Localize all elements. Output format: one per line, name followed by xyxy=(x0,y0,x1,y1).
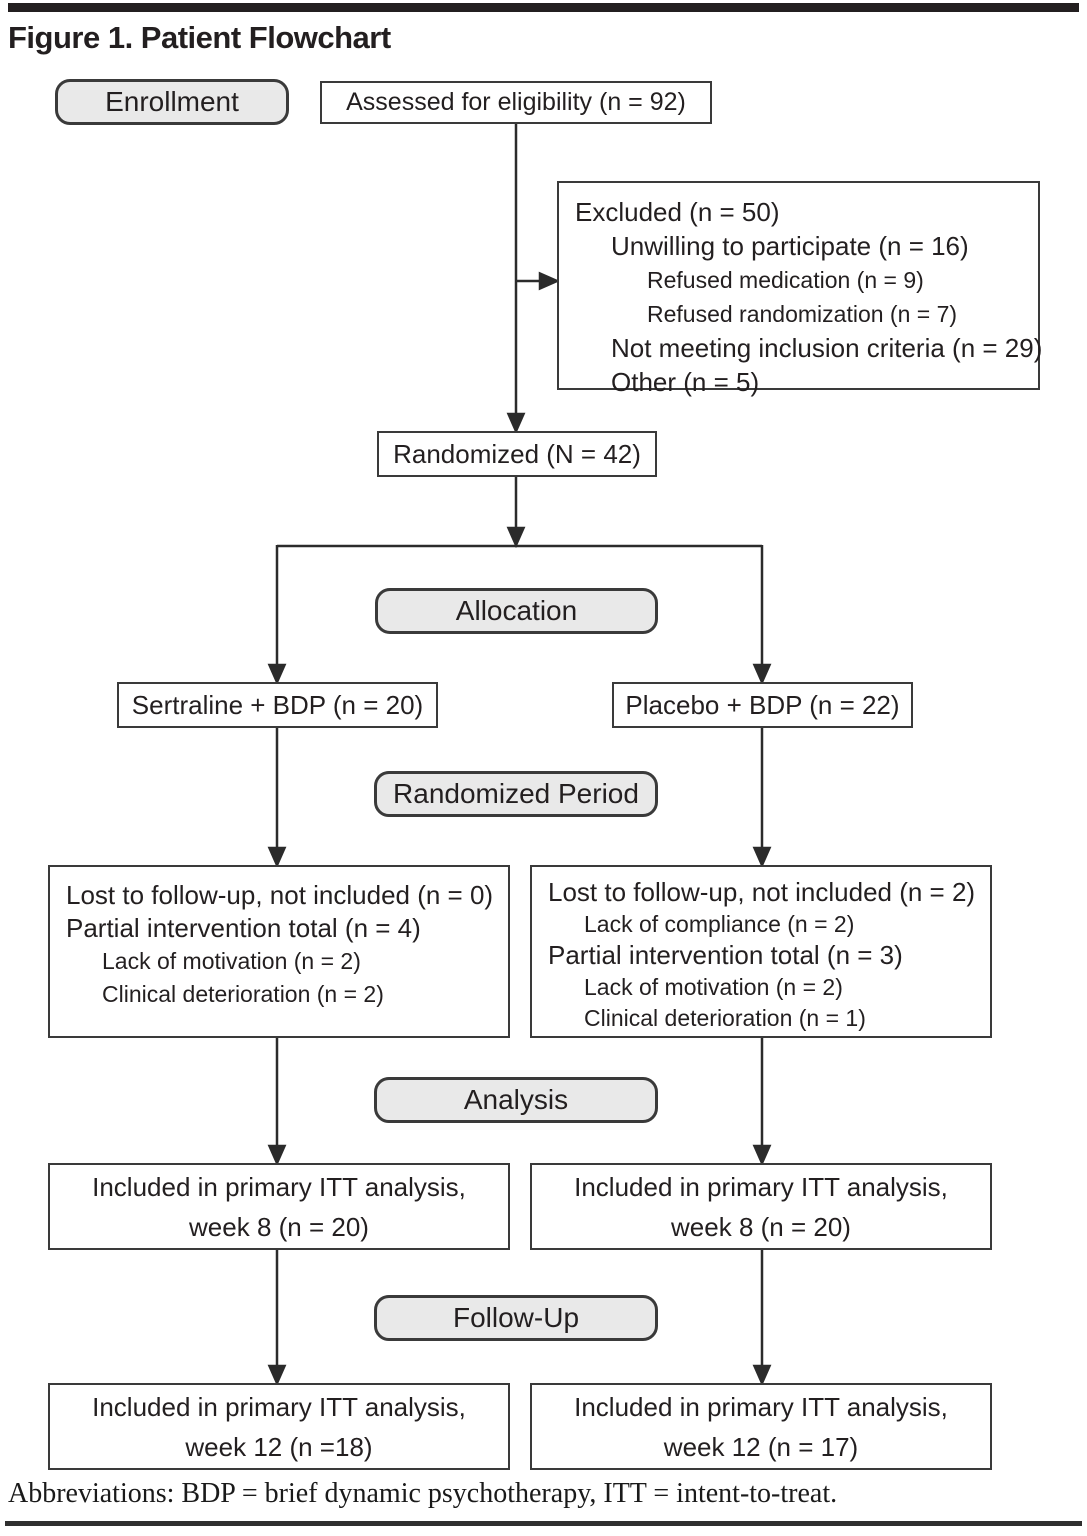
week12-line: week 12 (n = 17) xyxy=(663,1431,859,1462)
box-placebo-week8: Included in primary ITT analysis, week 8… xyxy=(530,1163,992,1250)
week8-line: week 8 (n = 20) xyxy=(671,1211,851,1242)
dropout-line: Lost to follow-up, not included (n = 0) xyxy=(66,880,494,910)
box-sertraline-week12: Included in primary ITT analysis, week 1… xyxy=(48,1383,510,1470)
figure-title: Figure 1. Patient Flowchart xyxy=(8,20,391,55)
arrow-into-placebo xyxy=(752,663,772,686)
excluded-line: Refused medication (n = 9) xyxy=(647,267,924,293)
excluded-line: Not meeting inclusion criteria (n = 29) xyxy=(611,333,1043,363)
arrow-into-right-week8 xyxy=(752,1144,772,1167)
arrow-into-split xyxy=(506,526,526,549)
box-randomized: Randomized (N = 42) xyxy=(377,431,657,477)
bottom-rule xyxy=(5,1521,1082,1526)
week12-line: Included in primary ITT analysis, xyxy=(92,1391,466,1422)
box-sertraline-dropout: Lost to follow-up, not included (n = 0) … xyxy=(48,865,510,1038)
stage-enrollment: Enrollment xyxy=(55,79,289,125)
week12-line: week 12 (n =18) xyxy=(185,1431,373,1462)
top-rule xyxy=(8,3,1079,12)
stage-follow-up: Follow-Up xyxy=(374,1295,658,1341)
dropout-line: Clinical deterioration (n = 2) xyxy=(102,981,384,1007)
excluded-line: Unwilling to participate (n = 16) xyxy=(611,231,969,261)
box-placebo-dropout: Lost to follow-up, not included (n = 2) … xyxy=(530,865,992,1038)
dropout-line: Lack of motivation (n = 2) xyxy=(584,973,843,1000)
arrow-into-sertraline xyxy=(267,663,287,686)
excluded-line: Refused randomization (n = 7) xyxy=(647,301,958,327)
week8-line: Included in primary ITT analysis, xyxy=(92,1171,466,1202)
stage-randomized-period: Randomized Period xyxy=(374,771,658,817)
arrow-into-right-week12 xyxy=(752,1364,772,1387)
week12-line: Included in primary ITT analysis, xyxy=(574,1391,948,1422)
abbreviations-note: Abbreviations: BDP = brief dynamic psych… xyxy=(8,1478,838,1509)
box-placebo-week12: Included in primary ITT analysis, week 1… xyxy=(530,1383,992,1470)
box-assessed-for-eligibility: Assessed for eligibility (n = 92) xyxy=(320,81,712,124)
dropout-line: Partial intervention total (n = 3) xyxy=(548,940,903,970)
excluded-line: Other (n = 5) xyxy=(611,367,760,397)
box-excluded: Excluded (n = 50) Unwilling to participa… xyxy=(557,181,1043,397)
stage-allocation: Allocation xyxy=(375,588,658,634)
stage-analysis: Analysis xyxy=(374,1077,658,1123)
week8-line: week 8 (n = 20) xyxy=(189,1211,369,1242)
arrow-into-left-dropout xyxy=(267,846,287,869)
dropout-line: Lost to follow-up, not included (n = 2) xyxy=(548,877,976,907)
dropout-line: Partial intervention total (n = 4) xyxy=(66,913,421,943)
dropout-line: Lack of motivation (n = 2) xyxy=(102,948,361,974)
arrow-into-excluded xyxy=(538,271,561,291)
dropout-line: Lack of compliance (n = 2) xyxy=(584,910,855,937)
dropout-line: Clinical deterioration (n = 1) xyxy=(584,1005,866,1031)
arrow-into-randomized xyxy=(506,412,526,435)
box-placebo-arm: Placebo + BDP (n = 22) xyxy=(612,682,913,728)
arrow-into-left-week12 xyxy=(267,1364,287,1387)
arrow-into-right-dropout xyxy=(752,846,772,869)
arrow-into-left-week8 xyxy=(267,1144,287,1167)
excluded-line: Excluded (n = 50) xyxy=(575,197,780,227)
box-sertraline-arm: Sertraline + BDP (n = 20) xyxy=(117,682,438,728)
week8-line: Included in primary ITT analysis, xyxy=(574,1171,948,1202)
box-sertraline-week8: Included in primary ITT analysis, week 8… xyxy=(48,1163,510,1250)
